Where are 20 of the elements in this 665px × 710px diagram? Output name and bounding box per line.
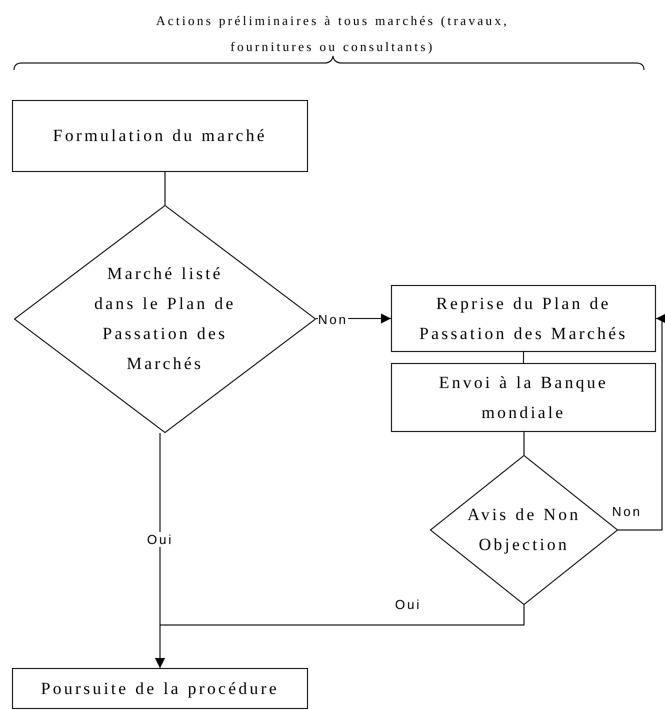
node-text: Avis de Non Objection: [466, 504, 582, 556]
process-box: [12, 100, 308, 172]
node-text: Formulation du marché: [52, 125, 268, 147]
connector: [618, 314, 665, 530]
edge-label: Oui: [395, 597, 422, 612]
node-text: Reprise du Plan de Passation des Marchés: [418, 292, 629, 344]
edge-label: Non: [612, 504, 642, 519]
node-text: Marché listé dans le Plan de Passation des Marchés: [93, 263, 237, 375]
node-text: Envoi à la Banque mondiale: [438, 372, 610, 424]
connector: [523, 352, 524, 364]
edge-label: Oui: [147, 532, 174, 547]
process-box: [12, 668, 308, 709]
connector: [155, 604, 524, 668]
heading: Actions préliminaires à tous marchés (travaux, fournitures ou consultants): [155, 12, 510, 56]
process-box: [391, 363, 656, 432]
edge-label: Non: [318, 312, 348, 327]
process-box: [391, 285, 656, 352]
decision-diamond: [14, 205, 316, 433]
connector: [164, 172, 166, 206]
node-text: Poursuite de la procédure: [40, 678, 280, 700]
